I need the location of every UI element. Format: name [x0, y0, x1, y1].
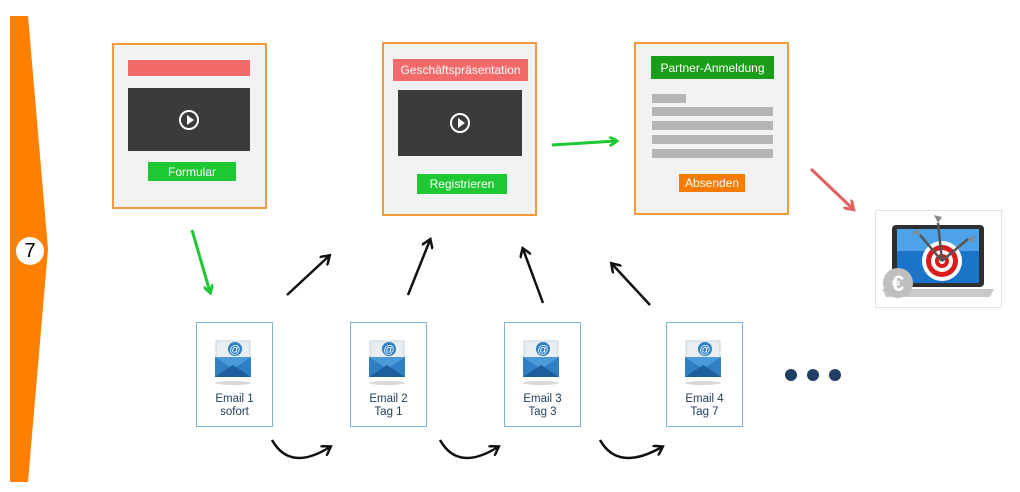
email-card-4[interactable]: @ Email 4 Tag 7	[666, 322, 743, 427]
svg-text:@: @	[699, 344, 710, 356]
email-at-icon: @	[215, 340, 251, 385]
email-name: Email 4	[685, 393, 724, 405]
praesentation-card: Geschäftspräsentation Registrieren	[382, 42, 537, 216]
title-bar	[128, 60, 250, 76]
form-line	[652, 107, 773, 116]
play-icon[interactable]	[450, 113, 470, 133]
target-laptop-icon: €	[882, 215, 994, 298]
arrow-email4-up	[612, 264, 651, 306]
email-at-icon: @	[523, 340, 559, 385]
video-player[interactable]	[398, 90, 522, 156]
euro-icon: €	[883, 268, 913, 298]
svg-text:@: @	[229, 344, 240, 356]
ellipsis-icon	[785, 369, 841, 381]
arrow-email1-to-email2	[270, 439, 330, 460]
email-timing: Tag 1	[374, 406, 403, 418]
form-line	[652, 135, 773, 144]
email-card-2[interactable]: @ Email 2 Tag 1	[350, 322, 427, 427]
email-name: Email 1	[215, 393, 254, 405]
email-label: Email 1 sofort	[197, 393, 272, 419]
email-label: Email 2 Tag 1	[351, 393, 426, 419]
form-line	[652, 94, 686, 103]
email-label: Email 3 Tag 3	[505, 393, 580, 419]
arrow-formular-to-email	[190, 229, 210, 292]
email-at-icon: @	[369, 340, 405, 385]
step-number: 7	[16, 237, 44, 265]
absenden-button[interactable]: Absenden	[679, 174, 745, 192]
email-timing: Tag 3	[528, 406, 557, 418]
email-label: Email 4 Tag 7	[667, 393, 742, 419]
svg-text:@: @	[383, 344, 394, 356]
praesentation-title: Geschäftspräsentation	[393, 59, 528, 81]
registrieren-button[interactable]: Registrieren	[417, 174, 507, 194]
play-icon[interactable]	[179, 109, 199, 130]
form-line	[652, 149, 773, 158]
formular-card: Formular	[112, 43, 267, 209]
form-line	[652, 121, 773, 130]
target-laptop-image: €	[875, 210, 1002, 308]
formular-button[interactable]: Formular	[148, 162, 236, 181]
email-card-1[interactable]: @ Email 1 sofort	[196, 322, 273, 427]
arrow-email3-up	[523, 249, 545, 304]
arrow-email1-up	[286, 256, 329, 296]
svg-text:@: @	[537, 344, 548, 356]
partner-title: Partner-Anmeldung	[651, 56, 774, 79]
email-timing: Tag 7	[690, 406, 719, 418]
email-timing: sofort	[220, 406, 249, 418]
video-player[interactable]	[128, 88, 250, 151]
email-name: Email 3	[523, 393, 562, 405]
svg-text:€: €	[892, 271, 904, 296]
email-name: Email 2	[369, 393, 408, 405]
partner-card: Partner-Anmeldung Absenden	[634, 42, 789, 215]
email-card-3[interactable]: @ Email 3 Tag 3	[504, 322, 581, 427]
arrow-email2-to-email3	[438, 439, 498, 460]
email-at-icon: @	[685, 340, 721, 385]
arrow-email3-to-email4	[598, 439, 662, 460]
arrow-partner-to-target	[809, 167, 853, 209]
arrow-email2-up	[406, 240, 430, 296]
arrow-praesentation-to-partner	[551, 141, 616, 147]
